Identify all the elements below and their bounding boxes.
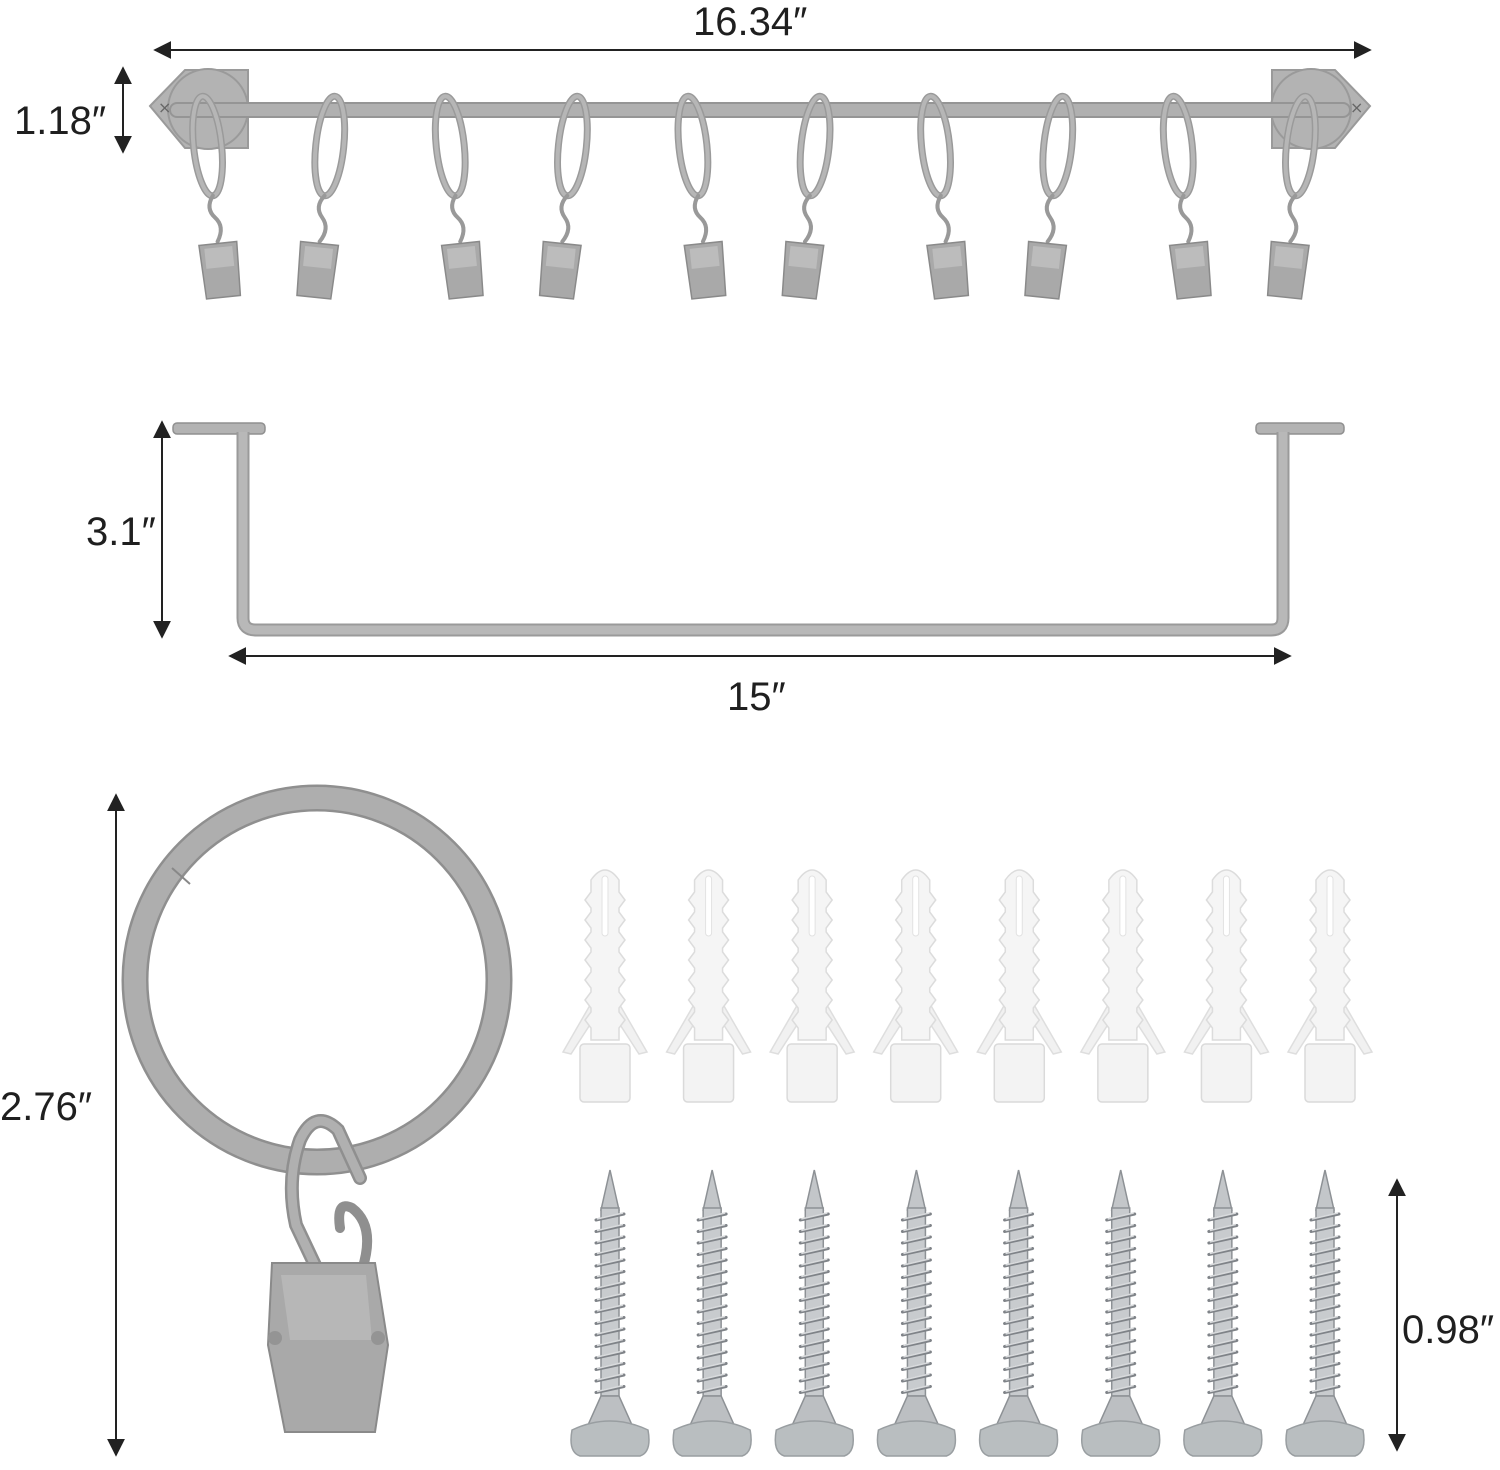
ring-clip: [1024, 92, 1077, 300]
drop-depth-label: 3.1″: [86, 510, 156, 554]
screw: [672, 1169, 752, 1457]
ring-clip: [296, 92, 349, 300]
total-length-label: 16.34″: [693, 0, 808, 44]
rod-with-clips-view: × ×: [114, 41, 1372, 300]
left-flange-plate: [172, 422, 266, 435]
wall-anchor: [768, 869, 856, 1103]
ring-clip: [781, 92, 834, 300]
ring-clip: [431, 92, 484, 300]
u-rod-profile: [236, 432, 1290, 637]
large-clip-body: [266, 1262, 390, 1433]
screw: [570, 1169, 650, 1457]
wall-anchors-row: [561, 869, 1374, 1103]
bracket-height-label: 1.18″: [14, 99, 107, 143]
ring-clip-height-label: 2.76″: [0, 1085, 93, 1129]
screw: [1183, 1169, 1263, 1457]
svg-text:×: ×: [158, 98, 171, 117]
large-clip-hook: [284, 1114, 373, 1287]
screw: [1080, 1169, 1161, 1457]
ring-clip: [538, 92, 591, 300]
wall-anchor: [1183, 869, 1270, 1103]
screws-row: [570, 1169, 1365, 1457]
ring-clip: [674, 92, 727, 300]
wall-anchor: [976, 869, 1063, 1103]
rod-length-label: 15″: [727, 675, 786, 719]
ring-clip: [917, 92, 970, 300]
wall-anchor: [1286, 869, 1374, 1103]
wall-anchor: [561, 869, 649, 1103]
ring-clip: [1159, 92, 1212, 300]
screw: [876, 1169, 957, 1457]
ring-clip: [1266, 92, 1319, 300]
screw: [1285, 1169, 1365, 1457]
wall-anchor: [665, 869, 752, 1103]
wall-anchor: [872, 869, 959, 1103]
right-flange-plate: [1255, 422, 1345, 435]
ring-clip: [189, 92, 242, 300]
screw: [978, 1169, 1059, 1457]
screw-length-label: 0.98″: [1402, 1308, 1495, 1352]
screw: [774, 1169, 855, 1457]
large-curtain-ring: [121, 784, 513, 1176]
ring-clip-detail-view: [107, 784, 513, 1457]
rod-side-profile-view: [153, 420, 1345, 665]
svg-text:×: ×: [1350, 98, 1363, 117]
ring-clips-row: [189, 92, 1319, 300]
wall-anchor: [1079, 869, 1167, 1103]
